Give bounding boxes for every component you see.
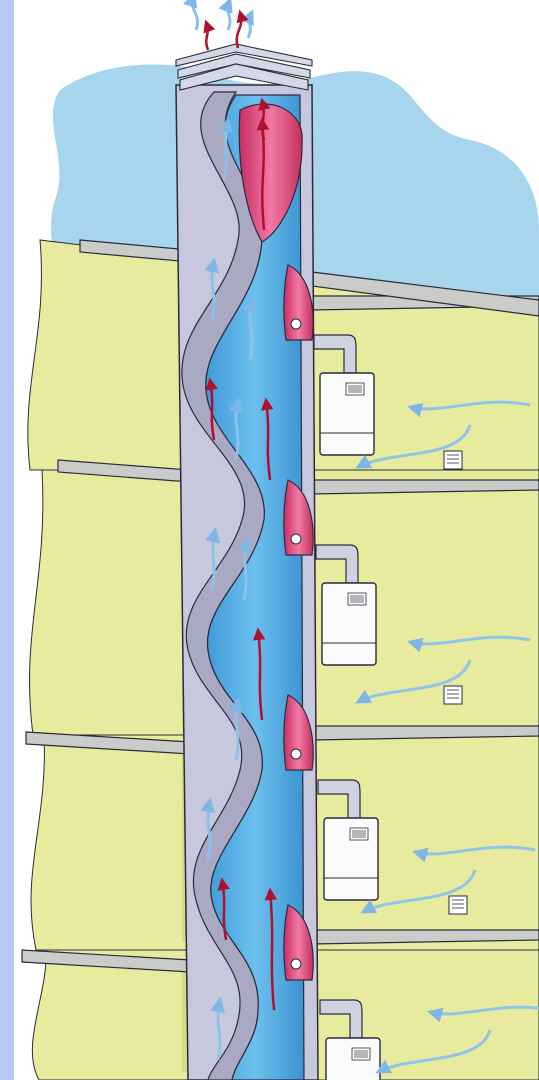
air-vent-icon [444,686,462,704]
air-arrow [228,0,230,30]
air-arrow [212,260,214,320]
boiler-display [346,383,364,395]
air-arrow [212,530,215,590]
air-arrow [218,1000,220,1060]
air-vent-icon [449,896,467,914]
exhaust-arrow [206,22,208,50]
flue-outlet [291,959,301,969]
boiler-display [348,593,366,605]
air-arrow [236,700,238,760]
air-arrow [250,300,252,360]
air-vent-icon [444,451,462,469]
boiler-display [352,1048,370,1060]
air-arrow [192,0,197,30]
air-arrow [208,800,210,860]
exhaust-arrow [262,100,264,140]
boiler-display [350,828,368,840]
page-edge-strip [0,0,14,1080]
flue-outlet [291,534,301,544]
flue-outlet [291,749,301,759]
air-arrow [244,540,247,600]
air-arrow [236,400,238,460]
exhaust-arrow [237,12,241,48]
air-arrow [248,12,252,38]
flue-outlet [291,319,301,329]
